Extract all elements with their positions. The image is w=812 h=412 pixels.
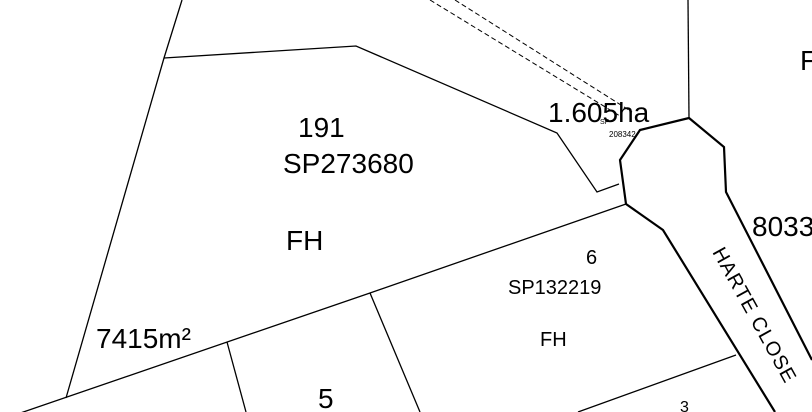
easement-dash-2 bbox=[454, 0, 633, 113]
partial-lot-label: 3 bbox=[680, 399, 689, 412]
road-cul-de-sac bbox=[618, 116, 812, 361]
easement-plan-number: 208342 bbox=[609, 130, 636, 139]
lot-5-west-boundary bbox=[226, 341, 247, 412]
lot-6-tenure: FH bbox=[540, 329, 567, 351]
lot-6-plan: SP132219 bbox=[508, 277, 601, 299]
lot-6-south-boundary bbox=[577, 354, 737, 412]
road-west-edge bbox=[625, 203, 776, 412]
lot-191-plan: SP273680 bbox=[283, 148, 414, 179]
harte-close-road bbox=[618, 116, 812, 412]
easement-area: 1.605ha bbox=[548, 97, 650, 128]
lot-6-number: 6 bbox=[586, 247, 597, 269]
lot-191-number: 191 bbox=[298, 112, 345, 143]
east-boundary-top bbox=[687, 0, 690, 119]
edge-label-mid-right: 8033 bbox=[752, 211, 812, 242]
lot-5-number: 5 bbox=[318, 383, 334, 412]
lot-6-west-boundary bbox=[369, 292, 421, 412]
parcel-boundaries bbox=[21, 0, 737, 412]
easement-dash-1 bbox=[429, 0, 621, 117]
edge-label-top-right: F bbox=[800, 45, 812, 76]
easement-lines bbox=[429, 0, 633, 117]
lot-191-north-boundary bbox=[163, 45, 620, 193]
lot-191-area: 7415m² bbox=[96, 323, 191, 354]
lot-191-tenure: FH bbox=[286, 225, 323, 256]
road-name: HARTE CLOSE bbox=[708, 244, 801, 387]
easement-plan-prefix: SP bbox=[600, 119, 610, 126]
